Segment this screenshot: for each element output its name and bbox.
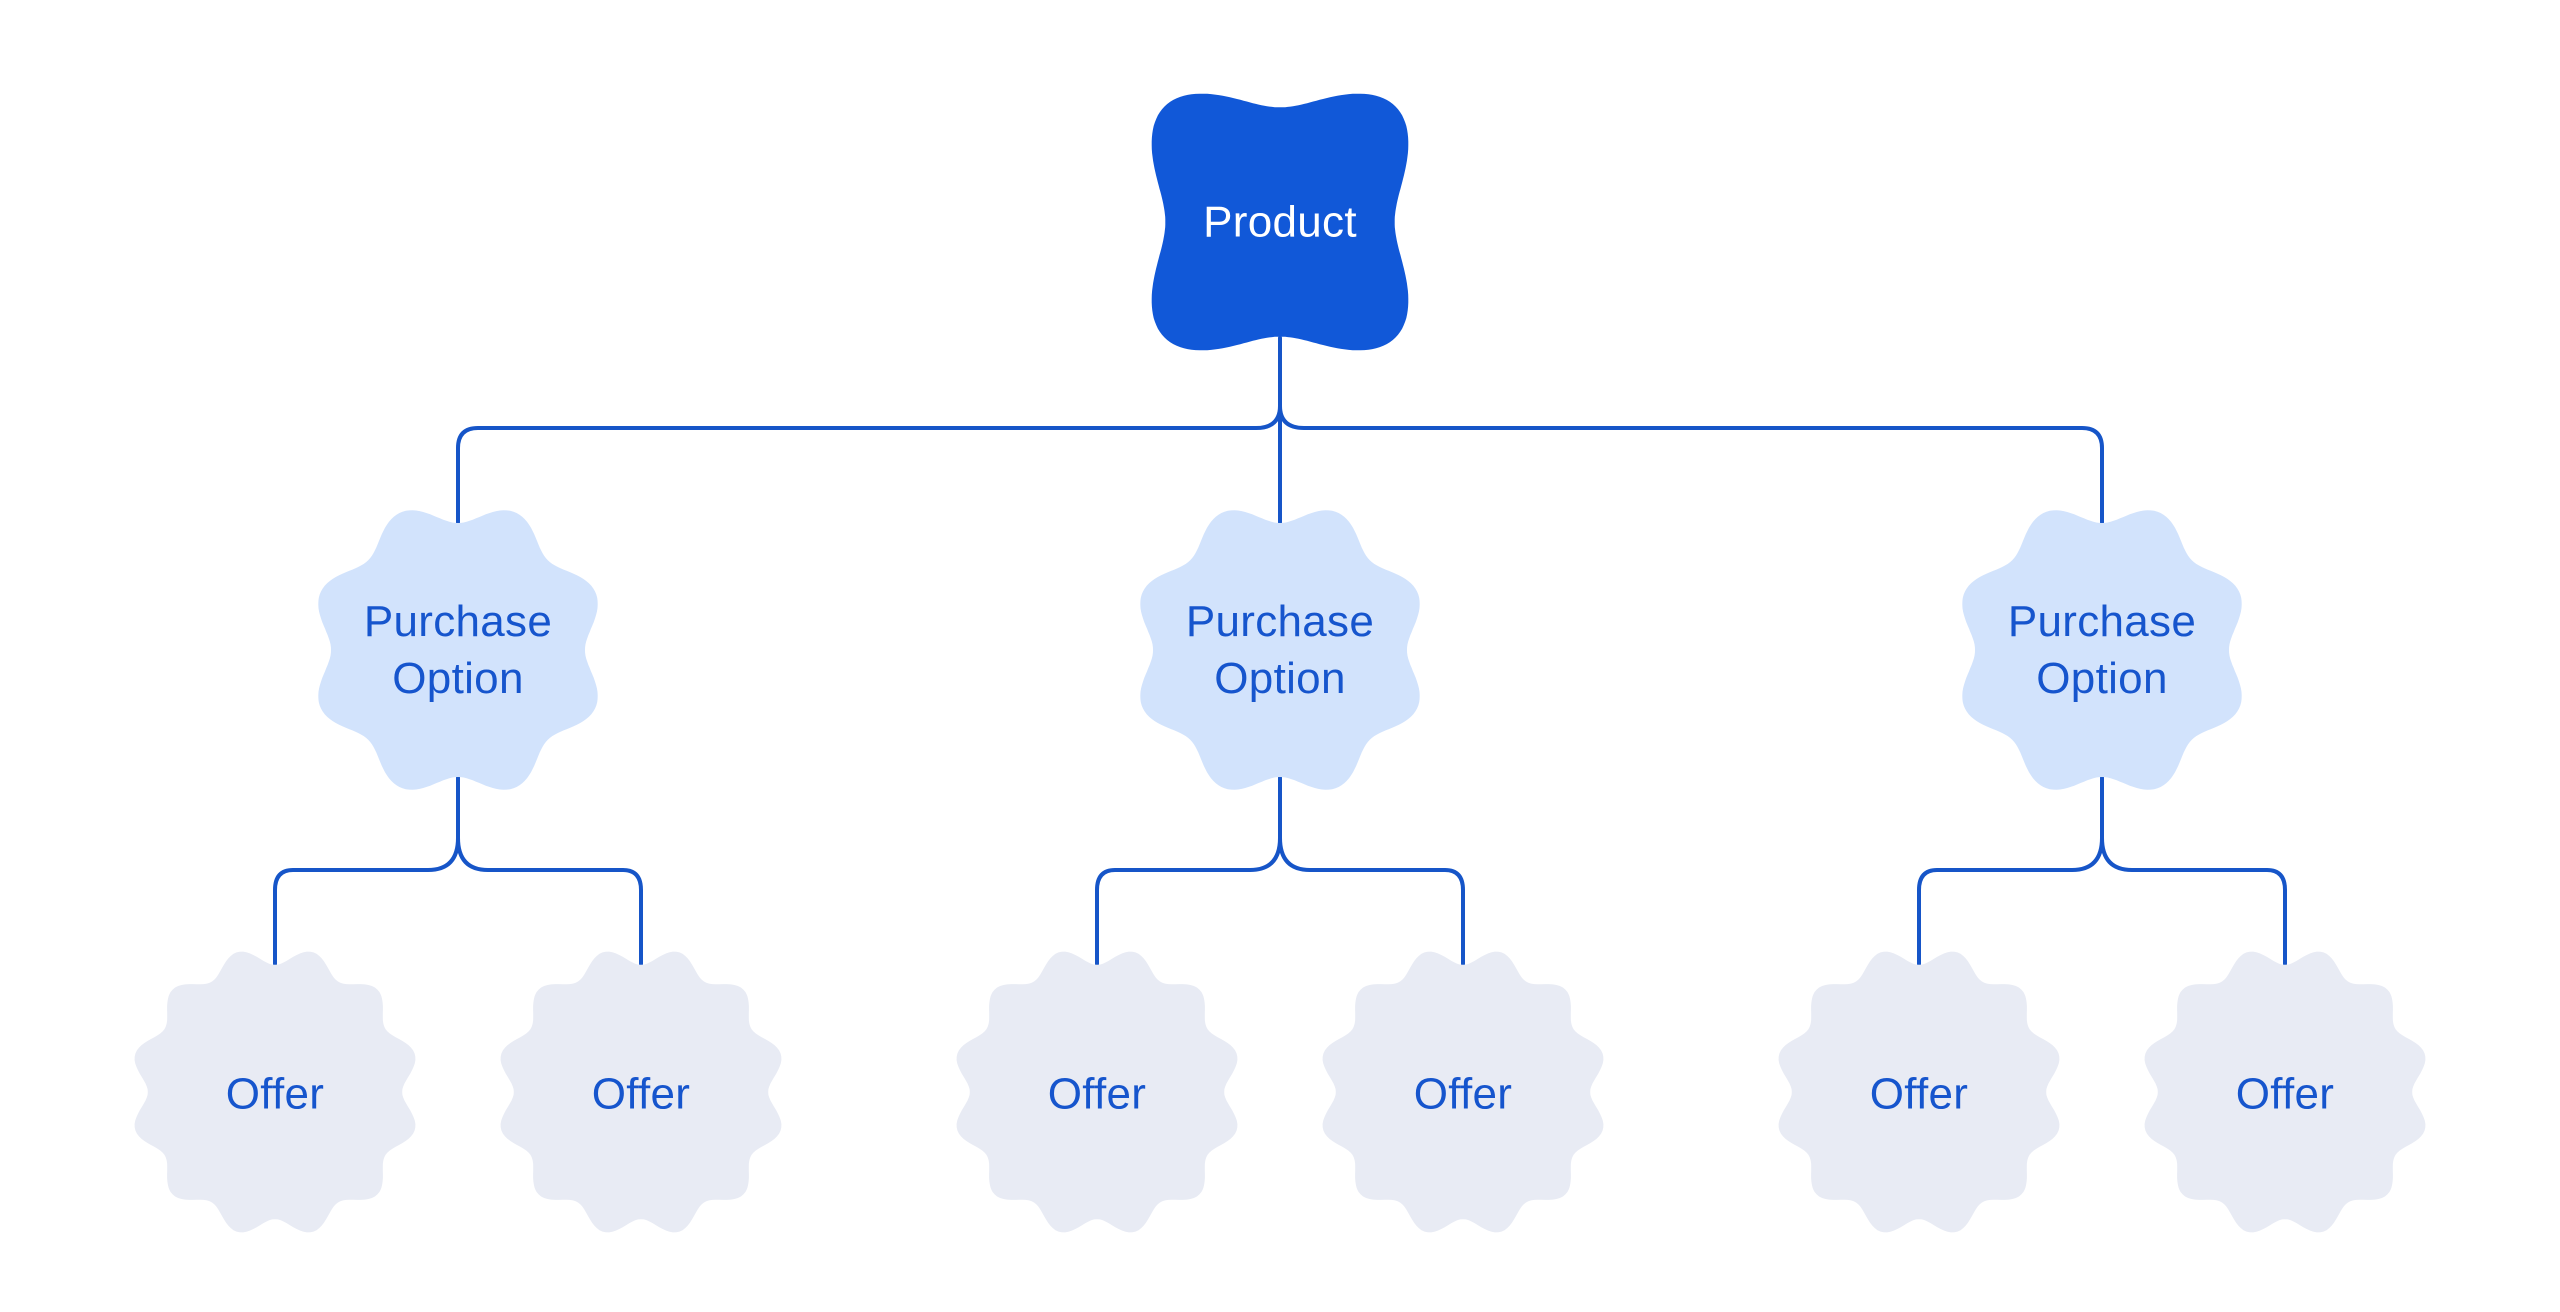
offer-node-blob-6 (2144, 951, 2426, 1233)
purchase-option-node-blob-2 (1140, 510, 1420, 790)
offer-node-blob-3 (956, 951, 1238, 1233)
connector-trunk-right (1278, 404, 2104, 525)
purchase-option-node-blob-1 (318, 510, 598, 790)
offer-node-blob-4 (1322, 951, 1604, 1233)
offer-node-blob-5 (1778, 951, 2060, 1233)
offer-node-blob-2 (500, 951, 782, 1233)
connector-branch-mid-offer-2 (1278, 776, 1465, 966)
connector-branch-right-offer-2 (2100, 776, 2287, 966)
connector-branch-left-offer-2 (456, 776, 643, 966)
product-node-blob (1151, 93, 1409, 351)
purchase-option-node-blob-3 (1962, 510, 2242, 790)
offer-node-blob-1 (134, 951, 416, 1233)
connector-branch-mid-offer-1 (1095, 776, 1282, 966)
connector-branch-right-offer-1 (1917, 776, 2104, 966)
connector-branch-left-offer-1 (273, 776, 460, 966)
connector-trunk-left (456, 404, 1282, 525)
